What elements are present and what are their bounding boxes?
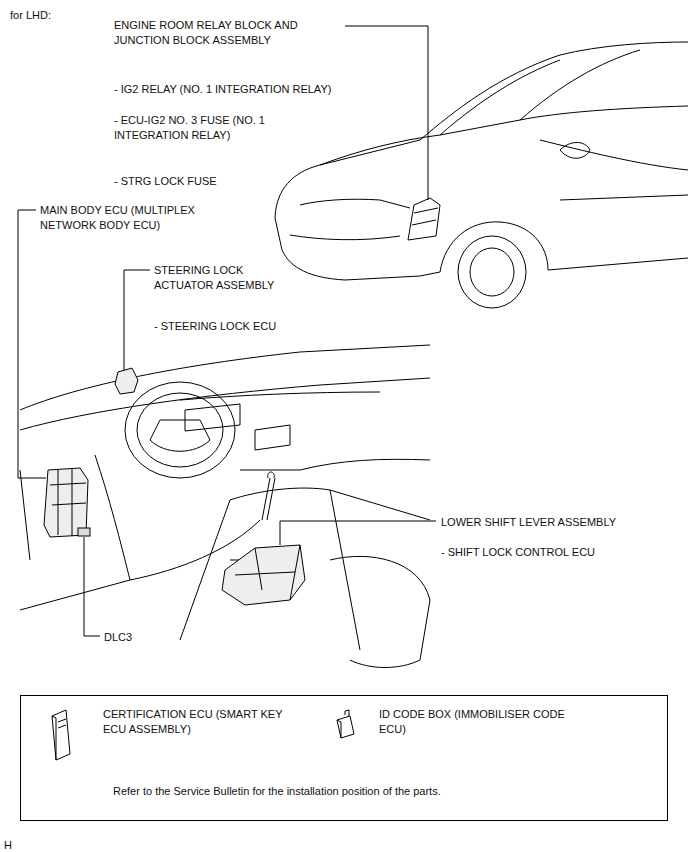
id-code-box-icon (337, 710, 354, 738)
main-body-ecu (44, 468, 88, 537)
car-side (420, 140, 688, 276)
leader-line (280, 521, 436, 545)
leader-line (345, 26, 428, 200)
sub-part-name: - ECU-IG2 NO. 3 FUSE (NO. 1 INTEGRATION … (114, 113, 314, 143)
steering-lock-actuator (115, 368, 138, 394)
armrest (330, 556, 430, 667)
center-panel (185, 404, 290, 450)
certification-ecu-icon (52, 710, 70, 760)
car-mirror (560, 143, 590, 159)
steering-wheel (125, 382, 235, 478)
car-wheel-rim (470, 248, 514, 296)
heading-note: for LHD: (10, 8, 100, 23)
part-name: ID CODE BOX (IMMOBILISER CODE ECU) (379, 707, 569, 737)
part-name: CERTIFICATION ECU (SMART KEY ECU ASSEMBL… (103, 707, 293, 737)
steering-hub (150, 420, 210, 451)
lower-shift-lever-assembly (222, 545, 305, 605)
sub-part-name: - STEERING LOCK ECU (154, 319, 354, 334)
dashboard (20, 345, 430, 430)
car-front (275, 199, 420, 280)
car-windshield (440, 50, 640, 135)
steering-wheel-inner (137, 393, 223, 467)
console (180, 488, 430, 650)
sub-part-name: - SHIFT LOCK CONTROL ECU (441, 545, 671, 560)
figure-code: H (4, 838, 34, 852)
leader-line (84, 537, 100, 636)
dlc3 (78, 528, 90, 536)
note-panel: CERTIFICATION ECU (SMART KEY ECU ASSEMBL… (20, 695, 668, 821)
connector-name: DLC3 (104, 630, 164, 645)
relay-block (408, 198, 440, 240)
car-hood (320, 106, 688, 165)
sub-part-name: - STRG LOCK FUSE (114, 174, 314, 189)
car-body (275, 42, 688, 218)
car-wheel (458, 236, 526, 308)
leader-line (124, 270, 150, 370)
note-text: Refer to the Service Bulletin for the in… (113, 784, 633, 799)
sub-part-name: - IG2 RELAY (NO. 1 INTEGRATION RELAY) (114, 82, 384, 97)
leader-line (18, 210, 46, 478)
part-name: MAIN BODY ECU (MULTIPLEX NETWORK BODY EC… (40, 203, 225, 233)
shift-lever (262, 472, 275, 520)
dashboard-lower (20, 455, 430, 610)
part-name: LOWER SHIFT LEVER ASSEMBLY (441, 515, 671, 530)
part-name: ENGINE ROOM RELAY BLOCK AND JUNCTION BLO… (114, 18, 329, 48)
part-name: STEERING LOCK ACTUATOR ASSEMBLY (154, 263, 294, 293)
